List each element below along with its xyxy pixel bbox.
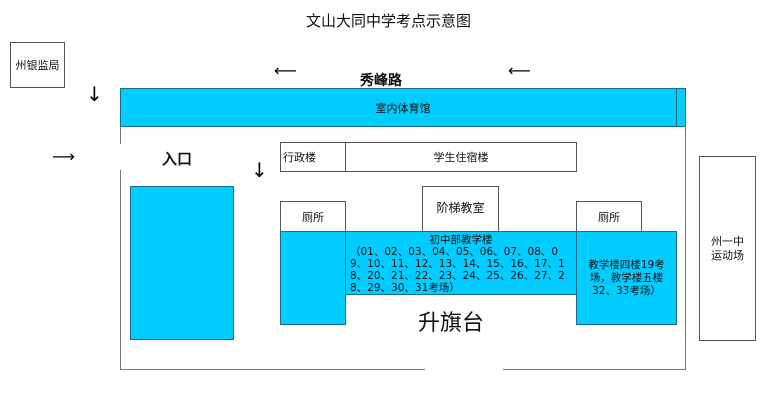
- wall-bottom-left: [120, 369, 425, 370]
- down-arrow-icon: ↓: [86, 82, 103, 106]
- teaching-building: 教学楼四楼19考场，教学楼五楼32、33考场）: [576, 231, 677, 325]
- gym-building: 室内体育馆: [120, 88, 686, 127]
- right-arrow-icon: ⟶: [52, 147, 75, 166]
- down-arrow-icon: ↓: [251, 158, 268, 182]
- road-label: 秀峰路: [360, 73, 402, 89]
- gym-divider: [676, 88, 677, 127]
- toilet-right: 厕所: [576, 201, 642, 232]
- wall-bottom-right: [503, 369, 686, 370]
- flag-platform-label: 升旗台: [418, 311, 485, 336]
- dormitory-building: 学生住宿楼: [345, 142, 577, 172]
- sports-field: 州一中运动场: [699, 156, 756, 341]
- junior-building-rooms: （01、02、03、04、05、06、07、08、09、10、11、12、13、…: [350, 246, 565, 294]
- junior-teaching-building: 初中部教学楼 （01、02、03、04、05、06、07、08、09、10、11…: [345, 231, 577, 295]
- admin-building: 行政楼: [280, 142, 346, 172]
- toilet-left: 厕所: [280, 201, 346, 232]
- wall-left: [120, 170, 121, 369]
- lecture-hall: 阶梯教室: [422, 186, 499, 232]
- junior-building-title: 初中部教学楼: [429, 234, 493, 246]
- wall-left-top: [120, 127, 121, 144]
- map-title: 文山大同中学考点示意图: [305, 12, 471, 30]
- bank-regulator-building: 州银监局: [10, 42, 65, 88]
- gym-label: 室内体育馆: [375, 101, 431, 115]
- entrance-label: 入口: [162, 150, 193, 168]
- wall-right: [685, 127, 686, 370]
- left-wing-building: [280, 231, 346, 325]
- left-blue-building: [130, 186, 234, 340]
- left-arrow-icon: ⟵: [274, 61, 297, 80]
- left-arrow-icon: ⟵: [508, 61, 531, 80]
